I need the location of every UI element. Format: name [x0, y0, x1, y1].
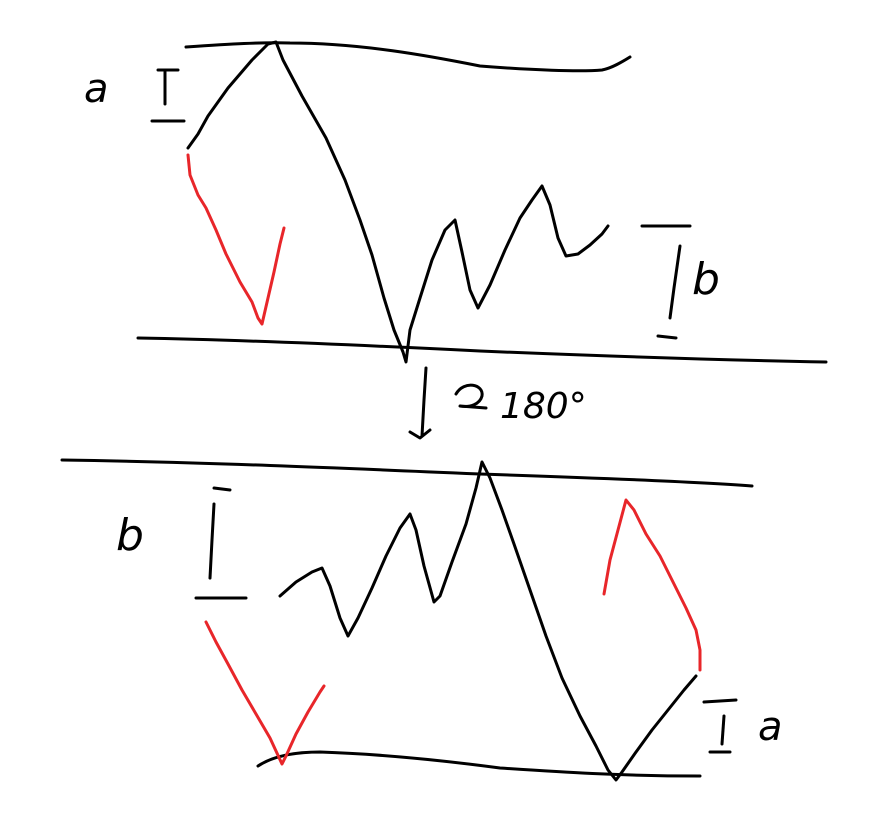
- rotation-indicator: 180°: [408, 366, 587, 440]
- bottom-marker-b: [194, 486, 248, 600]
- rotate-arrow-icon: [454, 383, 488, 410]
- bottom-lower-boundary: [256, 750, 702, 778]
- top-marker-a: [150, 68, 186, 123]
- top-lower-boundary: [136, 336, 828, 364]
- bottom-red-segment-right: [602, 498, 702, 672]
- bottom-diagram: b a: [60, 458, 783, 782]
- label-top-a: a: [84, 66, 109, 112]
- label-bottom-a: a: [758, 704, 783, 750]
- bottom-marker-a: [702, 698, 738, 754]
- top-upper-boundary: [184, 41, 632, 73]
- down-arrow-icon: [408, 366, 432, 440]
- bottom-upper-boundary: [60, 458, 754, 488]
- bottom-waveform: [278, 460, 698, 782]
- rotation-label: 180°: [500, 386, 587, 427]
- label-bottom-b: b: [116, 510, 144, 561]
- top-diagram: a b: [84, 40, 828, 364]
- top-waveform: [186, 40, 610, 364]
- label-top-b: b: [692, 254, 720, 305]
- bottom-red-segment-left: [204, 620, 326, 766]
- top-red-segment: [186, 153, 286, 326]
- top-marker-b: [640, 224, 692, 340]
